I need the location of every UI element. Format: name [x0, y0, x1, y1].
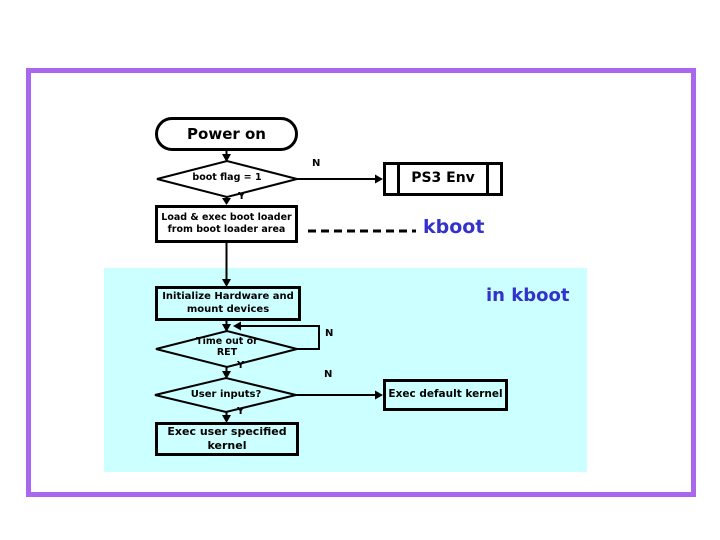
timeout-line1: Time out or — [196, 336, 258, 347]
exec-default-kernel-label: Exec default kernel — [388, 388, 503, 401]
node-power-on: Power on — [155, 117, 298, 151]
load-boot-loader-line2: from boot loader area — [167, 224, 286, 235]
load-boot-loader-line1: Load & exec boot loader — [161, 212, 292, 224]
power-on-label: Power on — [187, 124, 266, 143]
user-inputs-label: User inputs? — [190, 389, 262, 400]
timeout-branch-y: Y — [237, 360, 245, 371]
node-exec-user-kernel: Exec user specified kernel — [155, 422, 299, 456]
init-hardware-line2: mount devices — [186, 303, 270, 315]
predefined-process-bar-left — [397, 165, 400, 193]
diagram-frame — [26, 68, 696, 497]
boot-flag-label: boot flag = 1 — [192, 172, 262, 183]
predefined-process-bar-right — [486, 165, 489, 193]
boot-flag-branch-y: Y — [238, 191, 246, 202]
timeout-line2: RET — [216, 346, 238, 358]
timeout-label: Time out or RET — [170, 336, 284, 359]
boot-flag-branch-n: N — [312, 158, 321, 169]
exec-user-kernel-label: Exec user specified kernel — [167, 425, 287, 452]
ps3-env-label: PS3 Env — [411, 170, 475, 187]
node-ps3-env: PS3 Env — [383, 162, 503, 196]
in-kboot-region-label: in kboot — [486, 285, 570, 306]
kboot-region-background — [104, 268, 587, 472]
init-hardware-line1: Initialize Hardware and — [162, 291, 294, 302]
timeout-branch-n: N — [325, 328, 334, 339]
user-inputs-branch-y: Y — [237, 406, 245, 417]
kboot-callout-label: kboot — [423, 216, 485, 238]
node-load-boot-loader: Load & exec boot loader from boot loader… — [155, 205, 298, 243]
user-inputs-branch-n: N — [324, 369, 333, 380]
node-init-hardware: Initialize Hardware and mount devices — [155, 286, 301, 321]
node-exec-default-kernel: Exec default kernel — [383, 379, 508, 411]
